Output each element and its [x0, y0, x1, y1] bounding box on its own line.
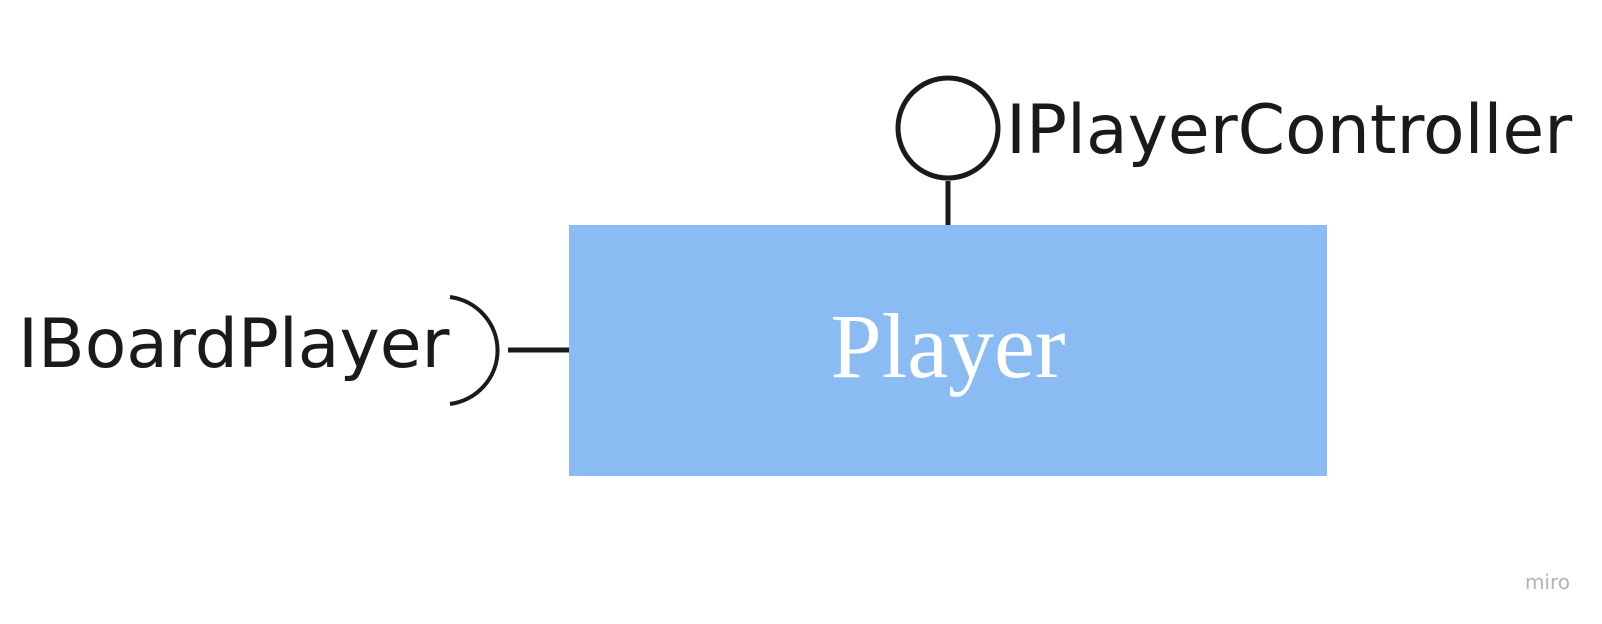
component-label: Player [830, 295, 1065, 397]
provided-interface[interactable]: IPlayerController [895, 75, 1572, 225]
miro-watermark: miro [1525, 570, 1570, 594]
component-player[interactable]: Player [569, 225, 1327, 476]
socket-arc-icon [449, 295, 500, 406]
lollipop-circle-icon [895, 75, 1001, 181]
required-interface[interactable]: IBoardPlayer [18, 295, 569, 406]
required-interface-label: IBoardPlayer [18, 305, 450, 384]
provided-interface-label: IPlayerController [1006, 91, 1572, 170]
component-box [569, 225, 1327, 476]
